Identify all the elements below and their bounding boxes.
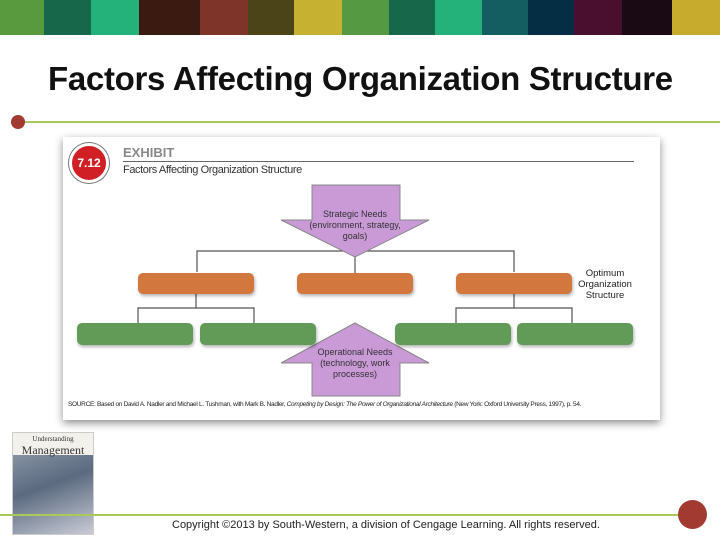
band-segment [139, 0, 200, 35]
book-cover-line-2: Management [21, 443, 85, 457]
band-segment [435, 0, 482, 35]
strategic-line-1: Strategic Needs [322, 209, 388, 219]
exhibit-label: EXHIBIT [123, 145, 175, 160]
band-segment [91, 0, 139, 35]
title-divider [24, 121, 720, 123]
book-cover-image: Understanding Management [12, 432, 94, 535]
operational-line-1: Operational Needs [317, 347, 393, 357]
optimum-structure-label: Optimum Organization Structure [573, 268, 637, 301]
band-segment [389, 0, 435, 35]
org-box-green-3 [395, 323, 511, 345]
band-segment [0, 0, 44, 35]
strategic-line-3: goals) [342, 231, 368, 241]
band-segment [294, 0, 342, 35]
strategic-needs-label: Strategic Needs (environment, strategy, … [300, 209, 410, 242]
org-box-green-2 [200, 323, 316, 345]
exhibit-rule [123, 161, 634, 162]
optimum-line-1: Optimum [585, 268, 625, 279]
source-prefix: SOURCE: Based on David A. Nadler and Mic… [68, 401, 287, 408]
book-cover-line-1: Understanding [32, 435, 74, 443]
org-box-orange-3 [456, 273, 572, 294]
source-citation: SOURCE: Based on David A. Nadler and Mic… [68, 401, 581, 408]
org-box-green-4 [517, 323, 633, 345]
org-box-orange-1 [138, 273, 254, 294]
strategic-needs-arrow [280, 184, 430, 258]
right-connector [455, 294, 573, 323]
band-segment [528, 0, 574, 35]
footer-divider [0, 514, 682, 516]
source-suffix: (New York: Oxford University Press, 1997… [452, 401, 582, 408]
title-bullet-dot [11, 115, 25, 129]
band-segment [44, 0, 91, 35]
band-segment [672, 0, 720, 35]
org-box-orange-2 [297, 273, 413, 294]
source-title: Competing by Design: The Power of Organi… [286, 401, 453, 408]
operational-needs-arrow [280, 322, 430, 397]
header-color-band [0, 0, 720, 35]
footer-dot [678, 500, 707, 529]
page-title: Factors Affecting Organization Structure [48, 60, 673, 97]
band-segment [342, 0, 389, 35]
optimum-line-2: Organization [578, 279, 632, 290]
optimum-line-3: Structure [585, 290, 625, 301]
book-cover-title: Understanding Management [13, 433, 93, 457]
operational-needs-label: Operational Needs (technology, work proc… [300, 347, 410, 380]
band-segment [622, 0, 672, 35]
operational-line-3: processes) [332, 369, 377, 379]
band-segment [200, 0, 248, 35]
band-segment [248, 0, 294, 35]
band-segment [482, 0, 528, 35]
copyright-text: Copyright ©2013 by South-Western, a divi… [172, 519, 600, 531]
left-connector [137, 294, 255, 323]
strategic-line-2: (environment, strategy, [309, 220, 401, 230]
exhibit-title: Factors Affecting Organization Structure [123, 164, 302, 176]
exhibit-number-badge: 7.12 [69, 143, 109, 183]
band-segment [574, 0, 622, 35]
operational-line-2: (technology, work [320, 358, 390, 368]
org-box-green-1 [77, 323, 193, 345]
